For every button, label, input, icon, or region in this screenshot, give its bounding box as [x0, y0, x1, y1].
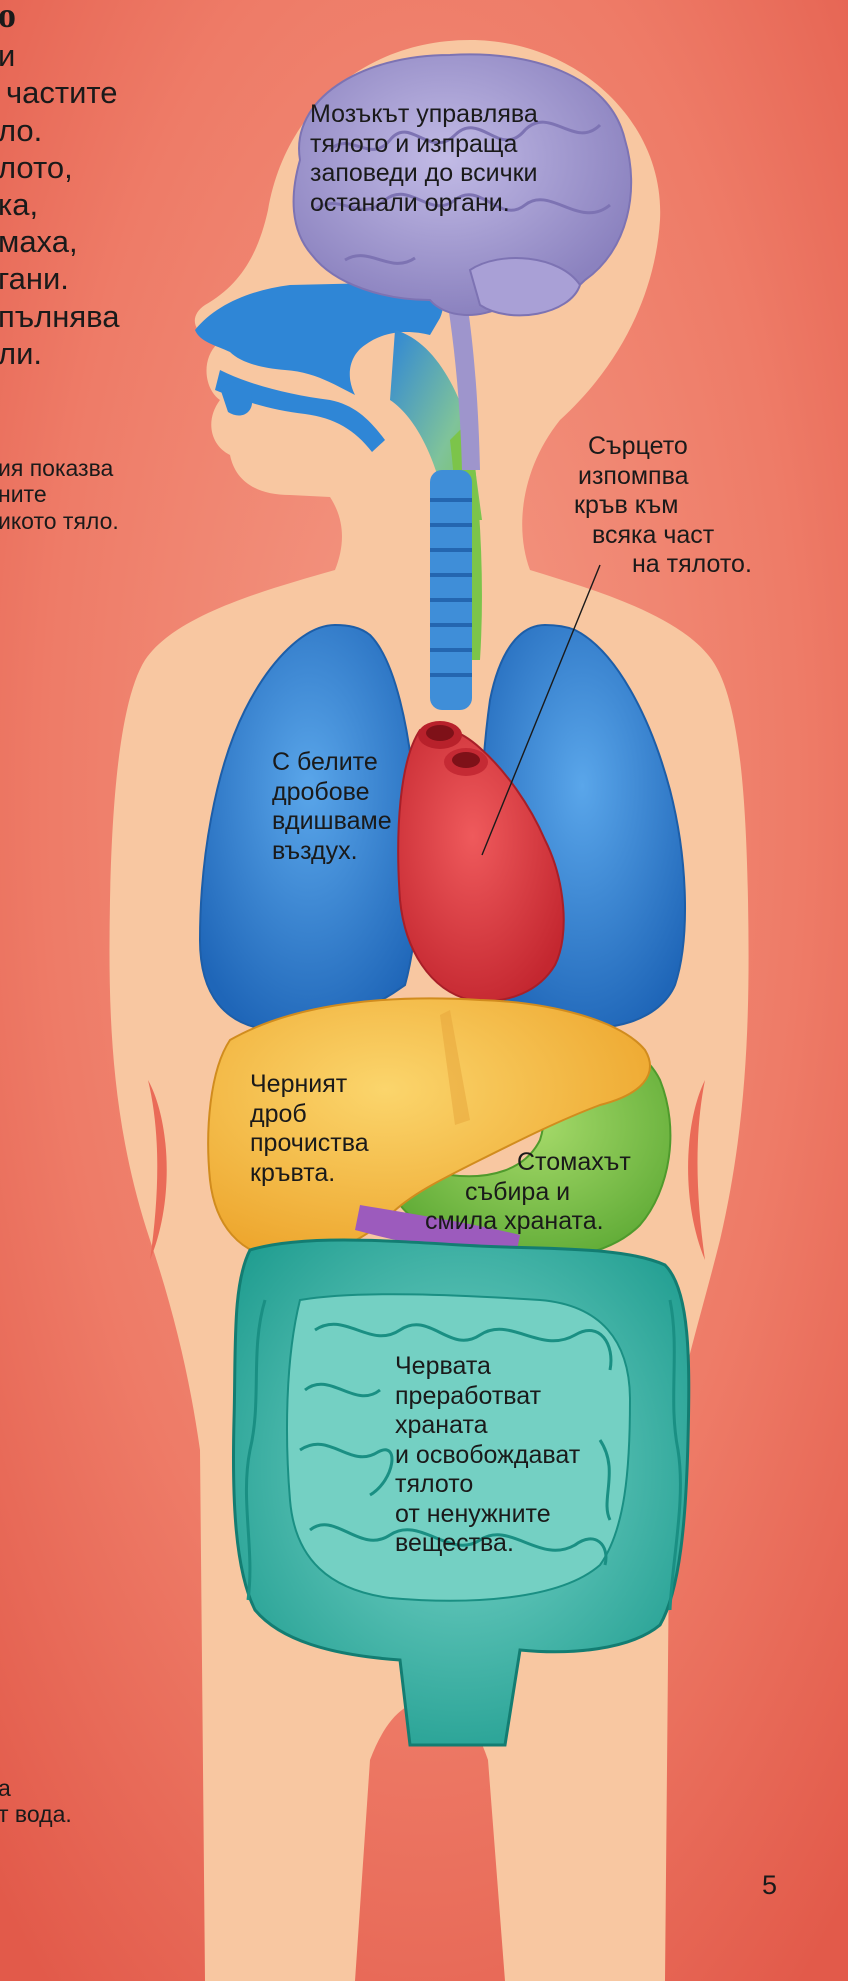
heart-label: Сърцето изпомпва кръв към всяка част на …	[570, 432, 752, 580]
label-line: вещества.	[395, 1529, 580, 1559]
label-line: дробове	[272, 778, 392, 808]
intro-line: ка,	[0, 186, 120, 223]
label-line: дроб	[250, 1100, 369, 1130]
label-line: всяка част	[592, 521, 752, 551]
intestines-label: Червата преработват храната и освобождав…	[395, 1352, 580, 1559]
brain-label: Мозъкът управлява тялото и изпраща запов…	[310, 100, 538, 218]
label-line: заповеди до всички	[310, 159, 538, 189]
label-line: Червата	[395, 1352, 580, 1382]
intro-line: лото,	[0, 149, 120, 186]
label-line: преработват	[395, 1382, 580, 1412]
label-line: на тялото.	[632, 550, 752, 580]
caption-line: ните	[0, 481, 119, 507]
label-line: от ненужните	[395, 1500, 580, 1530]
label-line: тялото и изпраща	[310, 130, 538, 160]
trachea	[430, 470, 472, 710]
bottom-caption: а т вода.	[0, 1775, 72, 1828]
label-line: тялото	[395, 1470, 580, 1500]
label-line: храната	[395, 1411, 580, 1441]
intro-line: пълнява	[0, 298, 120, 335]
caption-line: ия показва	[0, 455, 119, 481]
label-line: Сърцето	[588, 432, 752, 462]
label-line: Стомахът	[517, 1148, 631, 1178]
label-line: смила храната.	[425, 1207, 631, 1237]
intro-line: маха,	[0, 223, 120, 260]
caption-line: а	[0, 1775, 72, 1801]
intro-line: частите	[6, 74, 120, 111]
intro-line: о	[0, 0, 120, 37]
label-line: събира и	[465, 1178, 631, 1208]
label-line: кръвта.	[250, 1159, 369, 1189]
lungs-label: С белите дробове вдишваме въздух.	[272, 748, 392, 866]
intro-line: и	[0, 37, 120, 74]
label-line: С белите	[272, 748, 392, 778]
label-line: прочиства	[250, 1129, 369, 1159]
label-line: Мозъкът управлява	[310, 100, 538, 130]
intro-line: гани.	[0, 260, 120, 297]
stomach-label: Стомахът събира и смила храната.	[425, 1148, 631, 1237]
intro-line: ло.	[0, 112, 120, 149]
label-line: изпомпва	[578, 462, 752, 492]
liver-label: Черният дроб прочиства кръвта.	[250, 1070, 369, 1188]
label-line: кръв към	[574, 491, 752, 521]
label-line: въздух.	[272, 837, 392, 867]
label-line: Черният	[250, 1070, 369, 1100]
page-number: 5	[762, 1870, 777, 1901]
intro-paragraph: о и частите ло. лото, ка, маха, гани. пъ…	[0, 0, 120, 372]
label-line: останали органи.	[310, 189, 538, 219]
label-line: и освобождават	[395, 1441, 580, 1471]
label-line: вдишваме	[272, 807, 392, 837]
intro-line: ли.	[0, 335, 120, 372]
intro-caption: ия показва ните икото тяло.	[0, 455, 119, 534]
caption-line: т вода.	[0, 1801, 72, 1827]
caption-line: икото тяло.	[0, 508, 119, 534]
